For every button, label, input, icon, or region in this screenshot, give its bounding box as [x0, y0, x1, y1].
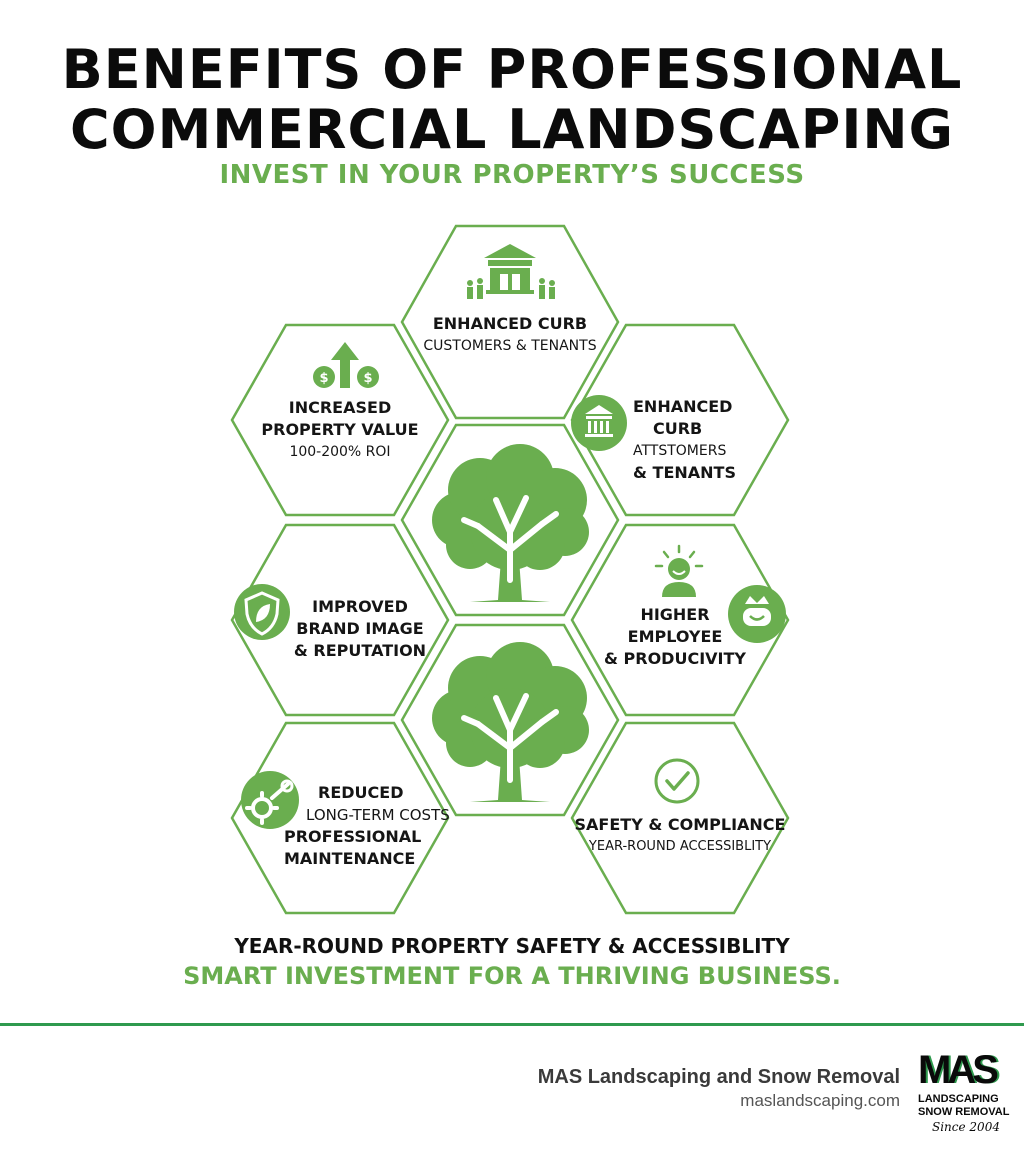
logo-line2: SNOW REMOVAL — [918, 1106, 1010, 1118]
page-subtitle: INVEST IN YOUR PROPERTY’S SUCCESS — [219, 160, 805, 190]
check-circle-icon — [654, 758, 700, 804]
hex-middle-right — [570, 523, 790, 717]
logo-mark: MAS — [918, 1048, 999, 1092]
hex-lower-left-l2: LONG-TERM COSTS — [306, 806, 450, 824]
hex-upper-left-l2: PROPERTY VALUE — [261, 420, 419, 439]
hex-upper-left-l1: INCREASED — [288, 398, 392, 417]
hex-middle-right-l2: EMPLOYEE — [627, 627, 723, 646]
hex-lower-left-l4: MAINTENANCE — [284, 849, 416, 868]
svg-text:$: $ — [319, 371, 328, 386]
page-title-line1: BENEFITS OF PROFESSIONAL — [61, 38, 963, 101]
hex-upper-left — [230, 323, 450, 517]
hex-upper-right — [570, 323, 790, 517]
hex-top-sub: CUSTOMERS & TENANTS — [423, 338, 597, 354]
footer-divider — [0, 1023, 1024, 1026]
logo-line1: LANDSCAPING — [918, 1093, 999, 1105]
tree-icon — [432, 642, 589, 802]
hex-lower-right-l1: SAFETY & COMPLIANCE — [574, 815, 786, 834]
hex-upper-left-text: INCREASED PROPERTY VALUE 100-200% ROI — [244, 397, 436, 463]
page-title-line2: COMMERCIAL LANDSCAPING — [70, 98, 954, 161]
hex-lower-left — [230, 721, 450, 915]
hex-middle-left-l3: & REPUTATION — [293, 641, 427, 660]
company-logo: MAS LANDSCAPING SNOW REMOVAL Since 2004 — [918, 1048, 1014, 1138]
hex-middle-left — [230, 523, 450, 717]
brand-url[interactable]: maslandscaping.com — [740, 1091, 900, 1110]
hex-middle-left-l1: IMPROVED — [312, 597, 408, 616]
tree-icon — [432, 444, 589, 602]
hex-lower-left-l3: PROFESSIONAL — [284, 827, 422, 846]
hex-top-text: ENHANCED CURB CUSTOMERS & TENANTS — [410, 313, 610, 357]
brand-name: MAS Landscaping and Snow Removal — [537, 1066, 900, 1088]
hex-center-top — [400, 423, 620, 617]
hex-lower-left-l1: REDUCED — [318, 783, 404, 802]
gear-wrench-icon — [241, 771, 299, 829]
hex-middle-right-l1: HIGHER — [640, 605, 710, 624]
hex-upper-right-text: ENHANCED CURB ATTSTOMERS & TENANTS — [625, 396, 736, 484]
hex-center-bottom — [400, 623, 620, 817]
hex-lower-right — [570, 721, 790, 915]
hex-upper-right-l1: ENHANCED — [633, 397, 733, 416]
logo-since: Since 2004 — [932, 1120, 1000, 1134]
hex-upper-right-l4: & TENANTS — [633, 463, 736, 482]
footer-line1: YEAR-ROUND PROPERTY SAFETY & ACCESSIBLIT… — [234, 934, 790, 958]
hex-upper-left-l3: 100-200% ROI — [289, 444, 391, 460]
bank-building-icon — [571, 395, 627, 451]
arrow-up-dollar-icon: $ $ — [313, 342, 379, 388]
footer-line2: SMART INVESTMENT FOR A THRIVING BUSINESS… — [183, 962, 841, 990]
hex-lower-left-text: REDUCED LONG-TERM COSTS PROFESSIONAL MAI… — [284, 782, 464, 870]
hex-upper-right-l3: ATTSTOMERS — [633, 443, 727, 459]
satisfaction-badge-icon — [728, 585, 786, 643]
hex-middle-left-l2: BRAND IMAGE — [296, 619, 424, 638]
storefront-people-icon — [467, 244, 555, 299]
hex-lower-right-l2: YEAR-ROUND ACCESSIBLITY — [588, 839, 772, 854]
hex-middle-right-l3: & PRODUCIVITY — [604, 649, 746, 668]
hex-middle-left-text: IMPROVED BRAND IMAGE & REPUTATION — [290, 596, 430, 662]
happy-employee-icon — [654, 544, 704, 597]
shield-leaf-icon — [234, 584, 290, 640]
svg-text:$: $ — [363, 371, 372, 386]
hex-middle-right-text: HIGHER EMPLOYEE & PRODUCIVITY — [600, 604, 750, 670]
hex-top-title: ENHANCED CURB — [432, 314, 588, 333]
hex-lower-right-text: SAFETY & COMPLIANCE YEAR-ROUND ACCESSIBL… — [572, 814, 788, 858]
brand-block: MAS Landscaping and Snow Removal masland… — [538, 1066, 900, 1111]
hex-top — [400, 224, 620, 420]
hex-upper-right-l2: CURB — [653, 419, 703, 438]
